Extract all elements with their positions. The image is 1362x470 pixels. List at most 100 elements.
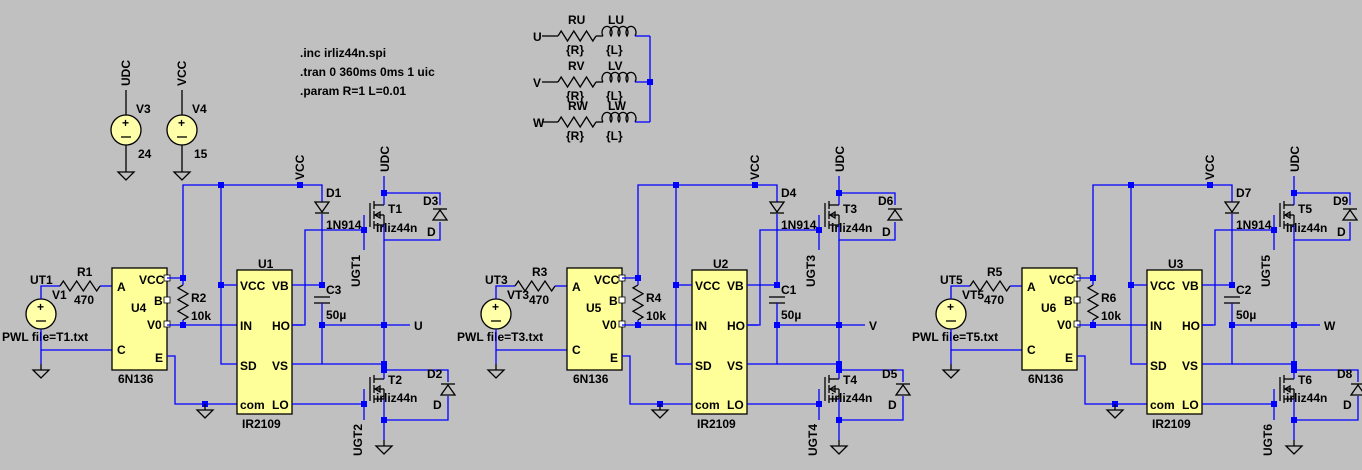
source-label: UT3: [485, 273, 508, 287]
junction-dot: [774, 282, 780, 288]
load-net-label: V: [533, 76, 541, 90]
opto-pin-b: B: [154, 294, 163, 308]
net-label-vcc: VCC: [1203, 154, 1217, 180]
source-plus-sign: +: [492, 300, 499, 314]
hi-diode-wire: [1293, 222, 1351, 241]
pwl-file-label: PWL file=T1.txt: [2, 330, 88, 344]
ground-symbol: [1105, 409, 1125, 419]
phase-output-label: U: [414, 319, 423, 333]
gate-net-low: UGT2: [351, 424, 365, 456]
ground-symbol: [172, 171, 192, 181]
low-diode-name: D8: [1337, 367, 1353, 381]
spice-directive: .param R=1 L=0.01: [300, 84, 406, 98]
optocoupler-name: U6: [1041, 301, 1057, 315]
low-mosfet-part: irliz44n: [376, 391, 417, 405]
junction-dot: [1291, 361, 1297, 367]
bootstrap-cap-name: C3: [326, 283, 342, 297]
driver-pin-sd: SD: [695, 359, 712, 373]
pull-resistor-name: R2: [191, 291, 207, 305]
junction-dot: [774, 322, 780, 328]
load-inductor-name: LU: [608, 13, 624, 27]
input-resistor-value: 470: [529, 293, 549, 307]
junction-dot: [1229, 282, 1235, 288]
input-resistor: [514, 279, 556, 293]
gate-net-high: UGT3: [804, 255, 818, 287]
pwl-file-label: PWL file=T3.txt: [457, 330, 543, 344]
net-label-udc: UDC: [1288, 146, 1302, 172]
hi-diode-wire: [838, 222, 896, 241]
hi-diode-wire: [384, 192, 441, 205]
junction-dot: [381, 367, 387, 373]
high-mosfet-arrow: [1283, 210, 1291, 220]
load-inductor: [601, 25, 637, 38]
low-mosfet-arrow: [373, 384, 381, 394]
bootstrap-cap-value: 50µ: [781, 308, 801, 322]
gate-driver-name: U2: [713, 257, 729, 271]
opto-pin-a: A: [572, 280, 581, 294]
gate-driver-u3: [1146, 269, 1203, 415]
gate-net-high: UGT1: [349, 255, 363, 287]
opto-pin-b: B: [1064, 294, 1073, 308]
junction-dot: [836, 190, 842, 196]
optocoupler-part: 6N136: [118, 372, 154, 386]
junction-dot: [1229, 322, 1235, 328]
load-resistor-value: {R}: [566, 43, 584, 57]
load-inductor-name: LV: [608, 59, 622, 73]
source-plus-sign: +: [37, 300, 44, 314]
optocoupler-u5: [566, 267, 623, 371]
load-resistor: [557, 29, 597, 43]
lo-diode-wire: [839, 396, 904, 421]
net-label-udc: UDC: [119, 60, 133, 86]
high-mosfet-arrow: [828, 210, 836, 220]
driver-pin-vcc: VCC: [1150, 279, 1176, 293]
phase-output-label: W: [1324, 319, 1336, 333]
high-diode-name: D3: [423, 194, 439, 208]
junction-dot: [1207, 182, 1213, 188]
opto-pin-v0: V0: [602, 318, 617, 332]
opto-pin-a: A: [1027, 280, 1036, 294]
opto-pin-e: E: [1065, 351, 1073, 365]
vb-wire: [1202, 214, 1233, 286]
supply-name: V3: [136, 102, 151, 116]
high-mosfet-name: T5: [1298, 202, 1312, 216]
pwl-file-label: PWL file=T5.txt: [912, 330, 998, 344]
optocoupler-part: 6N136: [1028, 372, 1064, 386]
load-resistor-name: RV: [568, 59, 584, 73]
lo-diode-wire: [384, 369, 449, 382]
bootstrap-cap-value: 50µ: [1236, 308, 1256, 322]
hi-diode-wire: [839, 192, 896, 205]
driver-pin-vs: VS: [1182, 359, 1198, 373]
junction-dot: [836, 417, 842, 423]
bootstrap-diode: [313, 201, 331, 214]
junction-dot: [381, 190, 387, 196]
low-diode-name: D2: [427, 367, 443, 381]
com-wire: [1077, 355, 1147, 405]
vs-wire: [747, 303, 778, 365]
gate-driver-u2: [691, 269, 748, 415]
high-diode: [1341, 208, 1359, 221]
gate-driver-part: IR2109: [697, 417, 736, 431]
junction-dot: [1291, 417, 1297, 423]
lo-diode-wire: [384, 396, 449, 421]
input-wire: [495, 285, 515, 299]
pull-resistor: [176, 284, 190, 321]
load-inductor-name: LW: [608, 99, 627, 113]
pull-resistor-value: 10k: [1101, 309, 1121, 323]
spice-directive: .inc irliz44n.spi: [300, 46, 386, 60]
bootstrap-cap-name: C1: [781, 283, 797, 297]
opto-pin-v0: V0: [1057, 318, 1072, 332]
lo-diode-wire: [839, 369, 904, 382]
junction-dot: [836, 367, 842, 373]
bootstrap-wire: [300, 184, 323, 202]
high-mosfet-part: irliz44n: [1286, 221, 1327, 235]
source-label: UT1: [30, 273, 53, 287]
hi-diode-wire: [383, 222, 441, 241]
lo-diode-wire: [1294, 369, 1359, 382]
bootstrap-diode-name: D4: [781, 186, 797, 200]
opto-pin-c: C: [1027, 343, 1036, 357]
gate-driver-u1: [236, 269, 293, 415]
bootstrap-diode-part: 1N914: [781, 218, 817, 232]
vs-wire: [292, 303, 323, 365]
